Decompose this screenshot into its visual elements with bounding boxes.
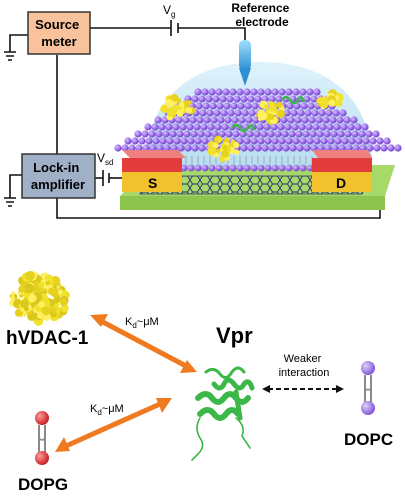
hvdac-protein-icon	[9, 271, 70, 326]
reference-electrode-label: Reference electrode	[231, 1, 292, 29]
source-electrode-label: S	[148, 175, 157, 191]
battery-icon	[103, 170, 109, 186]
battery-icon	[171, 20, 178, 36]
dopc-label: DOPC	[344, 430, 393, 449]
ground-icon	[4, 198, 16, 206]
kd-label-bottom: Kd~μM	[90, 403, 124, 417]
dopc-lipid-icon	[361, 361, 375, 415]
vsd-label: Vsd	[97, 151, 113, 167]
vpr-protein-icon	[192, 368, 252, 460]
hvdac-label: hVDAC-1	[6, 328, 89, 349]
vpr-label: Vpr	[216, 323, 253, 348]
weak-interaction-arrow	[262, 385, 344, 393]
drain-electrode-label: D	[336, 175, 346, 191]
ground-icon	[4, 52, 16, 60]
dopg-label: DOPG	[18, 475, 68, 494]
weaker-interaction-label: Weaker interaction	[279, 353, 330, 379]
vg-label: Vg	[163, 3, 175, 19]
kd-label-top: Kd~μM	[125, 316, 159, 330]
dopg-lipid-icon	[35, 411, 49, 465]
